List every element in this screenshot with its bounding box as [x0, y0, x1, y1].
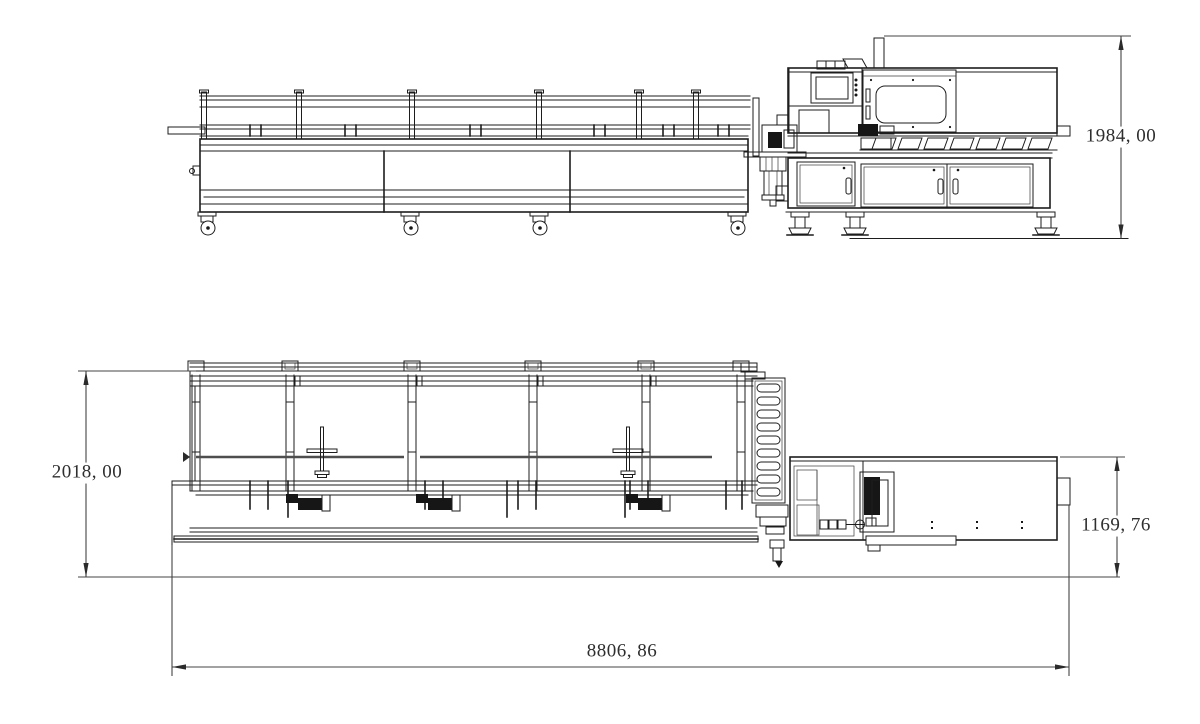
frame-posts	[187, 360, 750, 491]
slotted-transfer-belt	[740, 362, 786, 504]
cartoning-machine-side	[775, 37, 1129, 239]
hmi-screen	[815, 76, 849, 100]
top-plan-view	[78, 360, 1125, 676]
carton-transfer-unit	[743, 97, 807, 207]
guard-window-panel	[862, 69, 957, 133]
machine-base-cabinet	[775, 157, 1053, 213]
dimension-label-outfeed-width: 1169, 76	[1077, 515, 1155, 537]
glue-nozzle-unit	[755, 504, 789, 568]
carton-slat-band	[787, 124, 1058, 159]
dimension-label-overall-width: 2018, 00	[47, 462, 127, 484]
air-filter-regulator	[759, 156, 787, 207]
leveling-feet	[786, 211, 1060, 236]
dimension-label-overall-length: 8806, 86	[582, 641, 662, 663]
button-row	[816, 60, 846, 70]
dimension-label-machine-height: 1984, 00	[1081, 126, 1161, 148]
crank-handle	[819, 519, 865, 530]
outfeed-machine-plan	[755, 456, 1071, 568]
viewing-window	[875, 85, 947, 124]
drive-clusters	[286, 494, 671, 512]
caster-wheels	[197, 211, 747, 236]
sealing-mechanism	[859, 471, 895, 533]
guard-rail-posts	[199, 89, 701, 140]
infeed-conveyor-plan	[171, 360, 759, 546]
lower-rail-assembly	[171, 480, 759, 546]
adjustment-hand-screws	[306, 426, 644, 478]
infeed-conveyor-side	[167, 89, 751, 236]
dimension-length-lines	[78, 505, 1120, 676]
hmi-control-panel	[788, 58, 868, 134]
side-elevation-view	[167, 35, 1131, 239]
